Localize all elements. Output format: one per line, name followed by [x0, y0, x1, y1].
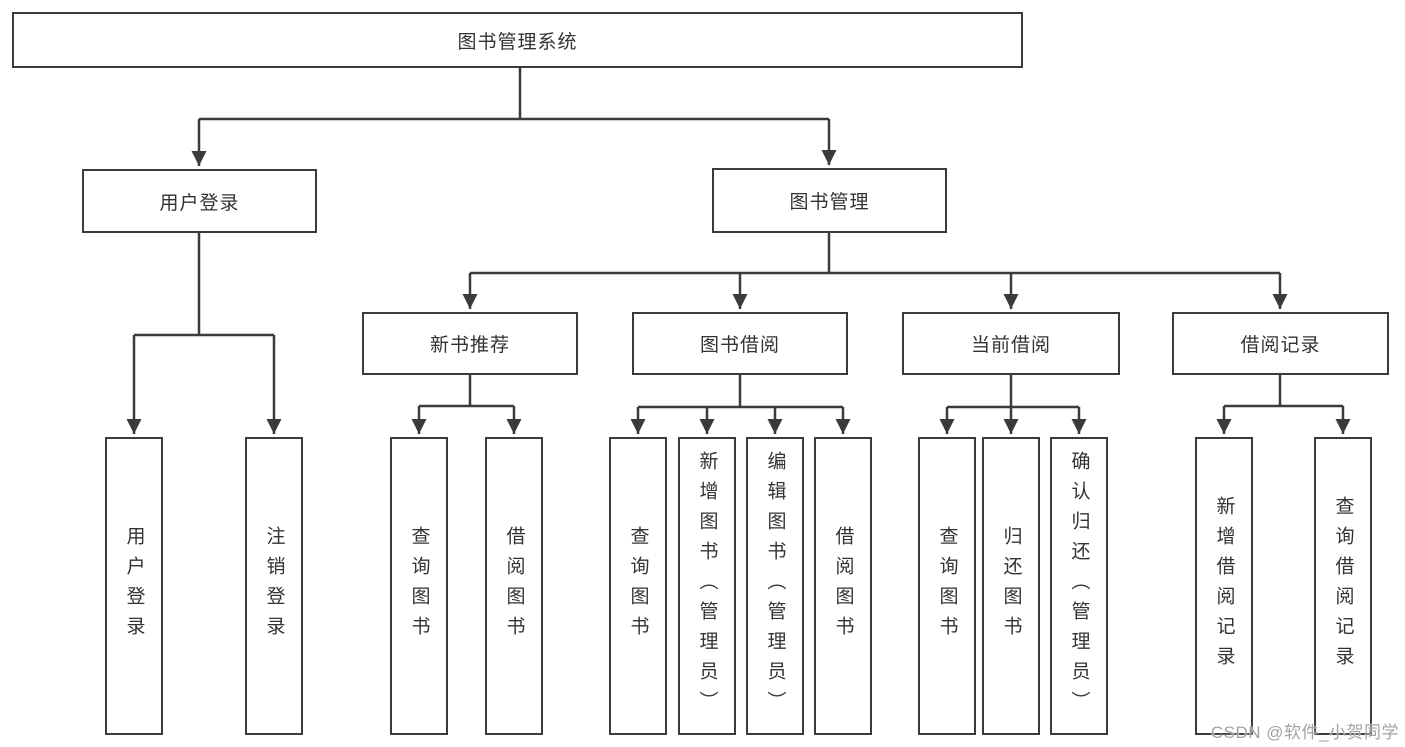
- node-book-borrow: 图书借阅: [632, 312, 848, 375]
- node-user-login: 用户登录: [82, 169, 317, 233]
- node-label: 图书管理: [789, 192, 870, 213]
- leaf-label: 查询图书: [936, 526, 958, 646]
- leaf-logout: 注销登录: [245, 437, 303, 735]
- node-book-management: 图书管理: [712, 168, 947, 233]
- leaf-label: 查询图书: [627, 526, 649, 646]
- leaf-return-books: 归还图书: [982, 437, 1040, 735]
- node-new-book-recommend: 新书推荐: [362, 312, 578, 375]
- leaf-add-borrow-record: 新增借阅记录: [1195, 437, 1253, 735]
- leaf-edit-books-admin: 编辑图书（管理员）: [746, 437, 804, 735]
- node-library-management-system: 图书管理系统: [12, 12, 1023, 68]
- leaf-label: 用户登录: [123, 526, 145, 646]
- leaf-label: 注销登录: [263, 526, 285, 646]
- leaf-add-books-admin: 新增图书（管理员）: [678, 437, 736, 735]
- node-label: 用户登录: [159, 192, 240, 214]
- leaf-label: 借阅图书: [832, 526, 854, 646]
- node-label: 图书借阅: [699, 335, 780, 356]
- leaf-query-books-current: 查询图书: [918, 437, 976, 735]
- leaf-query-books-recommend: 查询图书: [390, 437, 448, 735]
- node-label: 图书管理系统: [457, 31, 578, 53]
- leaf-label: 新增图书（管理员）: [696, 451, 718, 721]
- leaf-query-borrow-record: 查询借阅记录: [1314, 437, 1372, 735]
- leaf-borrow-books: 借阅图书: [814, 437, 872, 735]
- leaf-label: 查询图书: [408, 526, 430, 646]
- leaf-label: 确认归还（管理员）: [1068, 451, 1090, 721]
- leaf-query-books-borrow: 查询图书: [609, 437, 667, 735]
- leaf-borrow-books-recommend: 借阅图书: [485, 437, 543, 735]
- csdn-watermark: CSDN @软件_小贺同学: [1210, 723, 1399, 742]
- leaf-label: 查询借阅记录: [1332, 496, 1354, 676]
- node-label: 借阅记录: [1240, 335, 1321, 356]
- leaf-label: 借阅图书: [503, 526, 525, 646]
- node-label: 当前借阅: [970, 335, 1051, 356]
- leaf-label: 归还图书: [1000, 526, 1022, 646]
- node-current-borrow: 当前借阅: [902, 312, 1120, 375]
- leaf-confirm-return-admin: 确认归还（管理员）: [1050, 437, 1108, 735]
- leaf-user-login: 用户登录: [105, 437, 163, 735]
- node-borrow-records: 借阅记录: [1172, 312, 1389, 375]
- leaf-label: 编辑图书（管理员）: [764, 451, 786, 721]
- leaf-label: 新增借阅记录: [1213, 496, 1235, 676]
- node-label: 新书推荐: [429, 335, 510, 356]
